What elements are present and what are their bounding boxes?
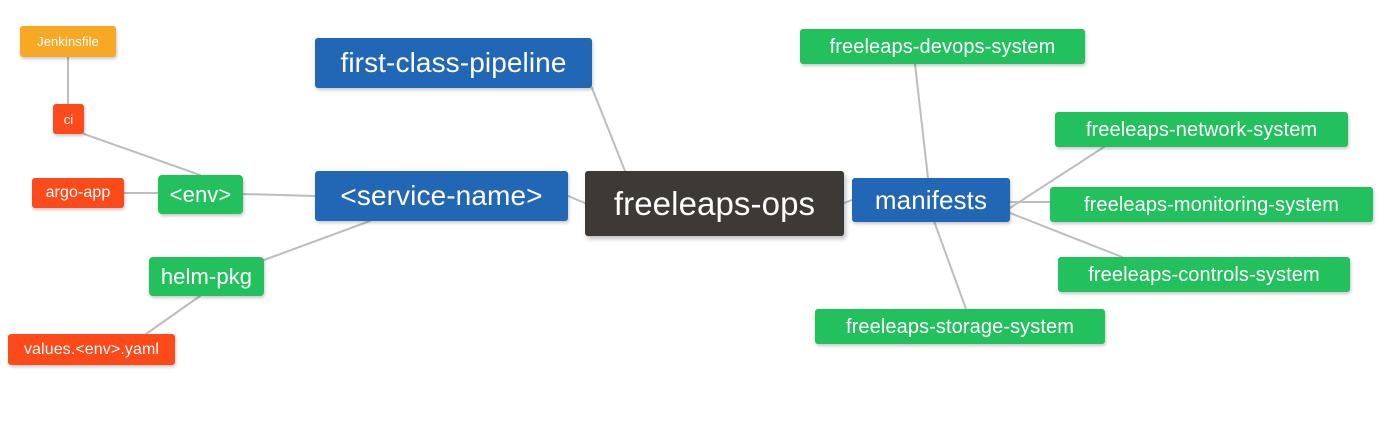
edge-manifests-to-devops (914, 63, 929, 179)
mindmap-node-env[interactable]: <env> (158, 175, 243, 214)
mindmap-node-argoapp[interactable]: argo-app (32, 178, 124, 208)
mindmap-node-values[interactable]: values.<env>.yaml (8, 334, 175, 365)
mindmap-node-label: <env> (169, 181, 232, 207)
edge-env-to-ci (83, 133, 201, 176)
mindmap-node-label: ci (63, 111, 74, 127)
mindmap-node-label: <service-name> (340, 180, 543, 211)
mindmap-node-label: freeleaps-monitoring-system (1083, 193, 1339, 216)
edge-helm-to-values (145, 295, 201, 335)
mindmap-node-label: freeleaps-controls-system (1088, 263, 1320, 286)
edge-service-to-env (242, 193, 316, 197)
mindmap-node-ci[interactable]: ci (53, 104, 84, 134)
mindmap-node-label: manifests (874, 185, 988, 215)
mindmap-node-label: argo-app (45, 184, 111, 201)
edge-root-to-manifests (843, 199, 853, 204)
mindmap-node-label: first-class-pipeline (340, 47, 567, 78)
mindmap-node-label: Jenkinsfile (37, 34, 99, 49)
mindmap-node-label: freeleaps-devops-system (829, 35, 1056, 58)
edge-service-to-helm (263, 220, 371, 261)
edge-root-to-pipeline (591, 87, 626, 172)
mindmap-node-label: freeleaps-ops (613, 185, 816, 222)
mindmap-node-pipeline[interactable]: first-class-pipeline (315, 38, 592, 88)
mindmap-node-label: freeleaps-storage-system (845, 315, 1075, 338)
mindmap-node-storage[interactable]: freeleaps-storage-system (815, 309, 1105, 344)
mindmap-node-devops[interactable]: freeleaps-devops-system (800, 29, 1085, 64)
mindmap-node-manifests[interactable]: manifests (852, 178, 1010, 222)
mindmap-node-label: values.<env>.yaml (23, 340, 160, 358)
mindmap-node-controls[interactable]: freeleaps-controls-system (1058, 257, 1350, 292)
mindmap-node-label: helm-pkg (160, 263, 253, 289)
edge-root-to-service (567, 195, 586, 204)
mindmap-node-jenkinsfile[interactable]: Jenkinsfile (20, 26, 116, 57)
edge-manifests-to-storage (933, 220, 967, 310)
mindmap-node-helm[interactable]: helm-pkg (149, 257, 264, 296)
mindmap-node-service[interactable]: <service-name> (315, 171, 568, 221)
mindmap-node-root[interactable]: freeleaps-ops (585, 171, 844, 236)
mindmap-node-monitoring[interactable]: freeleaps-monitoring-system (1050, 187, 1373, 222)
mindmap-node-network[interactable]: freeleaps-network-system (1055, 112, 1348, 147)
mindmap-node-label: freeleaps-network-system (1085, 118, 1318, 141)
